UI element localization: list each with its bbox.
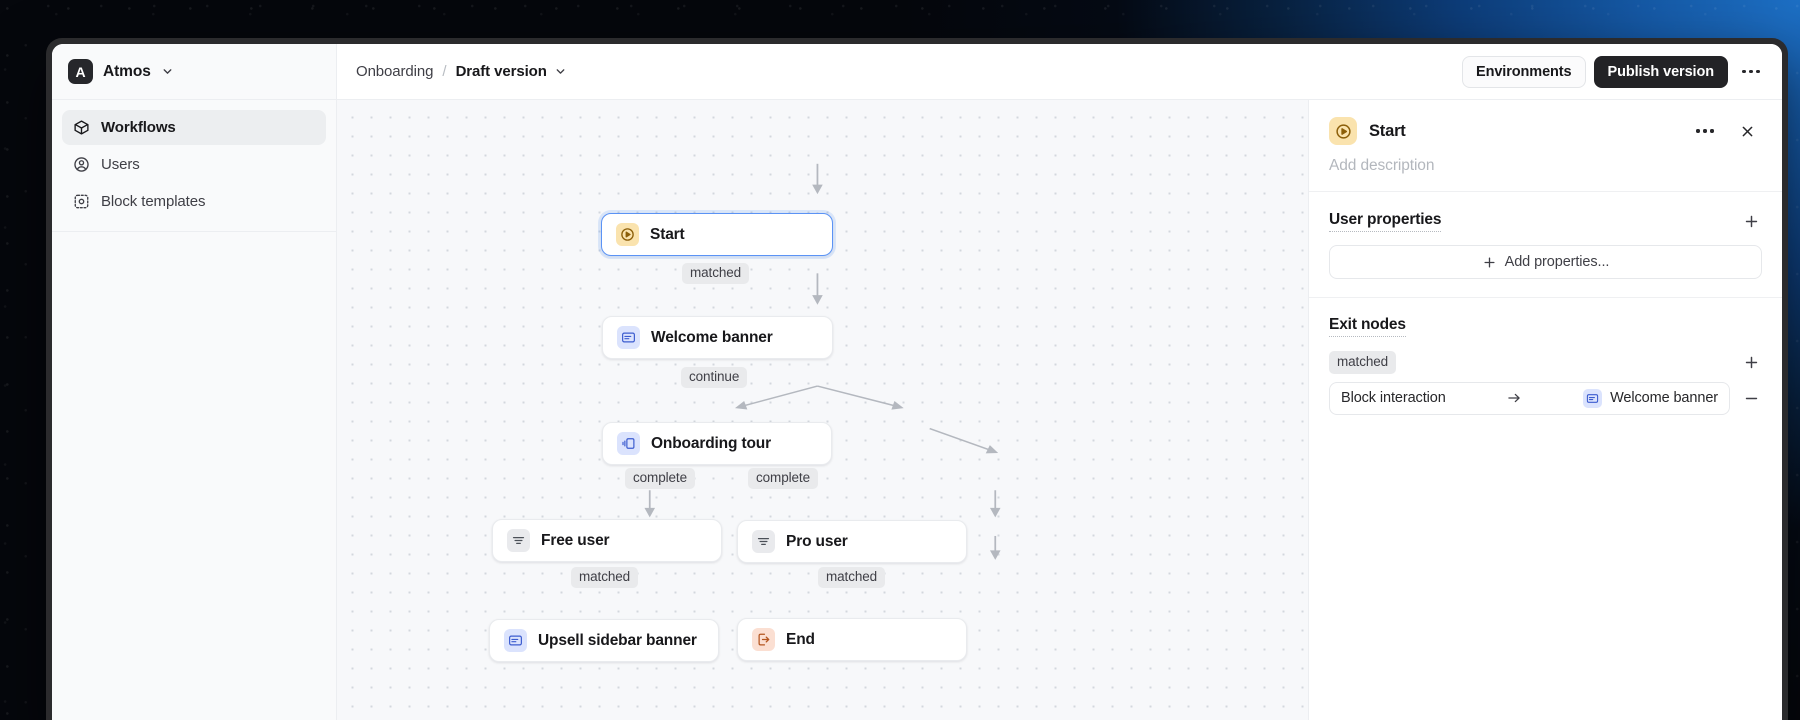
breadcrumb-separator: / xyxy=(442,63,447,80)
flow-node-label: Onboarding tour xyxy=(651,434,772,452)
sidebar-item-block-templates[interactable]: Block templates xyxy=(62,184,326,219)
tour-icon xyxy=(617,432,640,455)
workspace-switcher[interactable]: A Atmos xyxy=(52,44,337,100)
body-row: Workflows Users Block templates xyxy=(52,100,1782,720)
exit-nodes-title: Exit nodes xyxy=(1329,316,1406,337)
inspector-title-row: Start xyxy=(1329,116,1762,146)
add-user-property-button[interactable] xyxy=(1740,210,1762,232)
close-icon xyxy=(1740,124,1755,139)
play-circle-icon xyxy=(1329,117,1357,145)
description-input[interactable]: Add description xyxy=(1329,157,1435,174)
exit-trigger-row: matched xyxy=(1329,351,1762,374)
header-more-menu-button[interactable] xyxy=(1736,57,1766,87)
exit-icon xyxy=(752,628,775,651)
inspector-more-menu-button[interactable] xyxy=(1690,116,1720,146)
sidebar-divider xyxy=(52,231,336,232)
exit-node-mapping-field[interactable]: Block interaction W xyxy=(1329,381,1730,415)
exit-nodes-header: Exit nodes xyxy=(1329,316,1762,337)
user-properties-header: User properties xyxy=(1329,210,1762,232)
flow-node-onboarding-tour[interactable]: Onboarding tour xyxy=(602,422,832,465)
dashed-square-icon xyxy=(73,193,90,210)
exit-trigger-chip: matched xyxy=(1329,351,1397,374)
remove-exit-node-button[interactable] xyxy=(1740,387,1762,409)
user-properties-section: User properties xyxy=(1309,192,1782,297)
flow-edges xyxy=(644,163,1001,561)
publish-version-button[interactable]: Publish version xyxy=(1593,55,1728,88)
workflow-canvas[interactable]: Start Welcome banner Onboarding tour xyxy=(337,100,1308,720)
exit-node-row: Block interaction W xyxy=(1329,381,1762,415)
add-properties-label: Add properties... xyxy=(1504,254,1610,270)
arrow-right-icon xyxy=(1506,390,1522,406)
minus-icon xyxy=(1743,390,1760,407)
exit-node-target: Welcome banner xyxy=(1583,388,1719,408)
flow-node-label: Start xyxy=(650,225,685,243)
plus-icon xyxy=(1743,354,1760,371)
filter-icon xyxy=(752,530,775,553)
ellipsis-icon xyxy=(1696,129,1714,133)
flow-node-label: Pro user xyxy=(786,532,848,550)
sidebar: Workflows Users Block templates xyxy=(52,100,337,720)
add-properties-button[interactable]: Add properties... xyxy=(1329,245,1762,279)
exit-node-target-label: Welcome banner xyxy=(1610,390,1719,406)
inspector-header: Start Add description xyxy=(1309,100,1782,192)
flow-node-pro-user[interactable]: Pro user xyxy=(737,520,967,563)
chevron-down-icon xyxy=(161,65,174,78)
edge-label-matched-2: matched xyxy=(571,567,639,588)
exit-node-source: Block interaction xyxy=(1341,390,1446,406)
inspector-close-button[interactable] xyxy=(1732,116,1762,146)
flow-node-start[interactable]: Start xyxy=(601,213,833,256)
flow-node-label: End xyxy=(786,630,815,648)
flow-node-welcome-banner[interactable]: Welcome banner xyxy=(602,316,833,359)
flow-node-label: Free user xyxy=(541,531,610,549)
workspace-name: Atmos xyxy=(103,62,151,80)
inspector-panel: Start Add description xyxy=(1308,100,1782,720)
app-window-content: A Atmos Onboarding / Draft version xyxy=(52,44,1782,720)
flow-node-label: Upsell sidebar banner xyxy=(538,631,697,649)
edge-label-continue: continue xyxy=(681,367,748,388)
environments-button[interactable]: Environments xyxy=(1462,55,1586,88)
add-exit-node-button[interactable] xyxy=(1740,351,1762,373)
flow-node-end[interactable]: End xyxy=(737,618,967,661)
app-window: A Atmos Onboarding / Draft version xyxy=(46,38,1788,720)
sidebar-item-label: Users xyxy=(101,156,140,173)
edge-label-matched-1: matched xyxy=(682,263,750,284)
user-circle-icon xyxy=(73,156,90,173)
flow-node-label: Welcome banner xyxy=(651,328,773,346)
workspace-avatar: A xyxy=(68,59,93,84)
inspector-node-title: Start xyxy=(1369,121,1406,140)
cube-icon xyxy=(73,119,90,136)
filter-icon xyxy=(507,529,530,552)
sidebar-item-users[interactable]: Users xyxy=(62,147,326,182)
plus-icon xyxy=(1743,213,1760,230)
edge-label-matched-3: matched xyxy=(818,567,886,588)
flow-node-upsell-sidebar-banner[interactable]: Upsell sidebar banner xyxy=(489,619,719,662)
sidebar-item-label: Block templates xyxy=(101,193,206,210)
breadcrumb-current[interactable]: Draft version xyxy=(455,63,547,80)
main-header: Onboarding / Draft version Environments … xyxy=(337,44,1782,100)
exit-nodes-section: Exit nodes matched xyxy=(1309,297,1782,433)
ellipsis-icon xyxy=(1742,69,1760,74)
flow-node-free-user[interactable]: Free user xyxy=(492,519,722,562)
plus-icon xyxy=(1482,255,1497,270)
play-circle-icon xyxy=(616,223,639,246)
breadcrumb: Onboarding / Draft version xyxy=(356,63,567,80)
edge-label-complete-1: complete xyxy=(625,468,695,489)
top-strip: A Atmos Onboarding / Draft version xyxy=(52,44,1782,100)
banner-icon xyxy=(504,629,527,652)
user-properties-title: User properties xyxy=(1329,211,1441,232)
chevron-down-icon[interactable] xyxy=(554,65,567,78)
sidebar-item-label: Workflows xyxy=(101,119,176,136)
sidebar-item-workflows[interactable]: Workflows xyxy=(62,110,326,145)
banner-icon xyxy=(617,326,640,349)
breadcrumb-parent[interactable]: Onboarding xyxy=(356,63,434,80)
banner-icon xyxy=(1583,388,1603,408)
edge-label-complete-2: complete xyxy=(748,468,818,489)
